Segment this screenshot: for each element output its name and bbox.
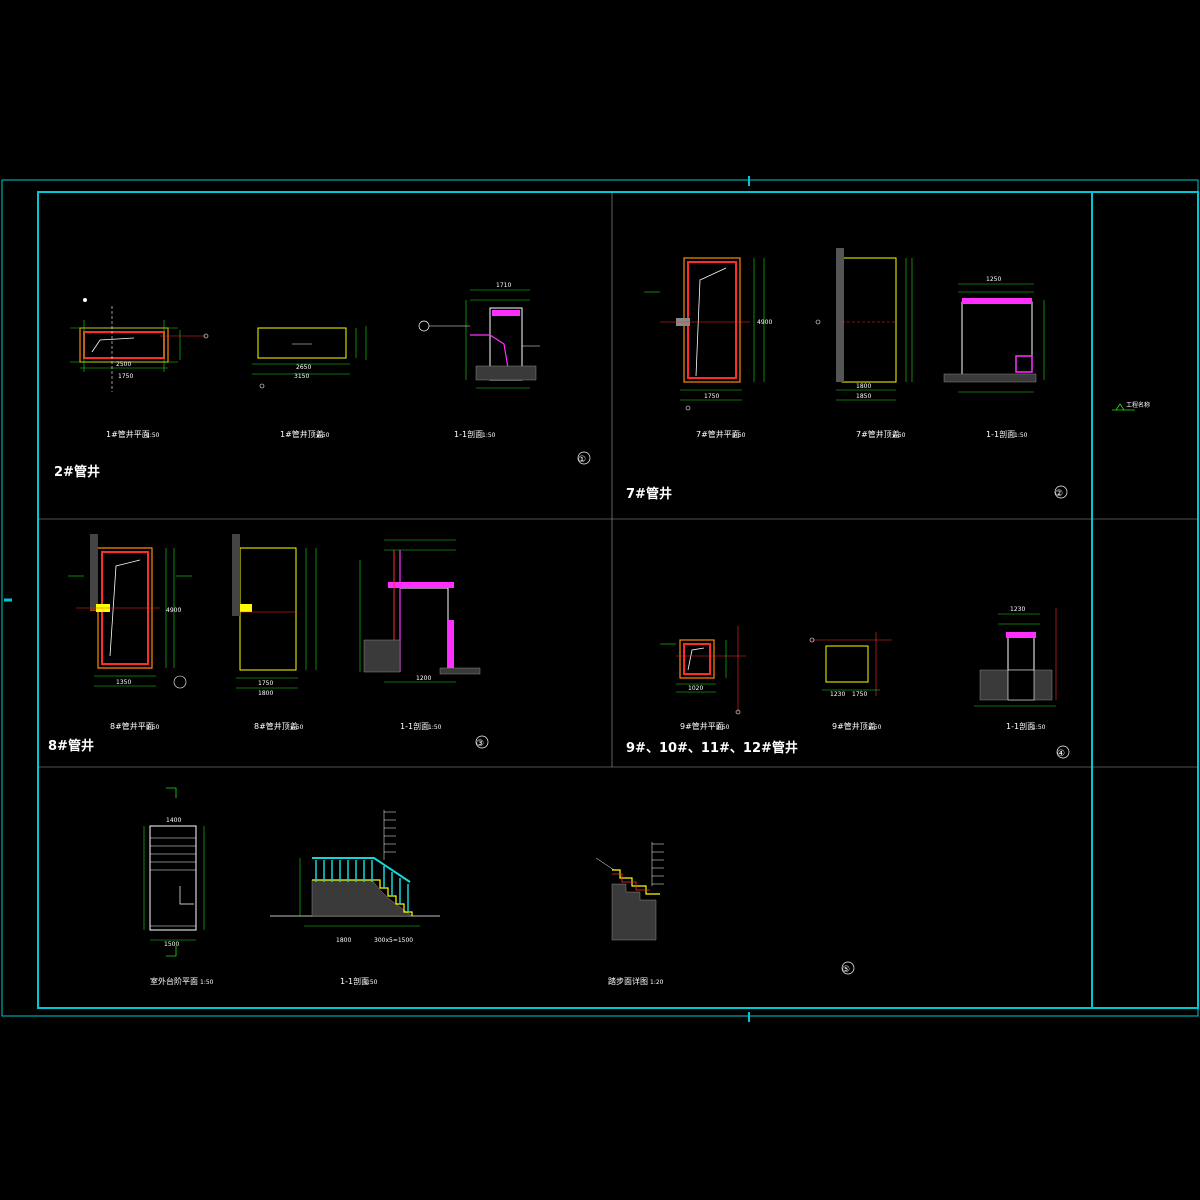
p5-dim-1: 300x5=1500: [374, 937, 413, 944]
p4-dim-0: 1020: [688, 685, 703, 692]
p5-caption-1: 1-1剖面: [340, 976, 369, 986]
p3-group-title: 8#管井: [48, 738, 94, 754]
p2-dim-2: 4900: [757, 319, 772, 326]
p4-scale-2: 1:50: [1032, 724, 1046, 731]
p5-dim-3: 1500: [164, 941, 179, 948]
p2-group-title: 7#管井: [626, 486, 672, 502]
cover-view-1: 2650 3150: [252, 326, 367, 389]
p1-scale-0: 1:50: [146, 432, 160, 439]
p5-caption-2: 踏步面详图: [608, 976, 648, 986]
p2-caption-0: 7#管井平面: [696, 429, 740, 439]
p4-dim-2: 1750: [852, 691, 867, 698]
plan-view-4: 1020: [660, 626, 746, 715]
p2-caption-1: 7#管井顶盖: [856, 429, 900, 439]
p2-circle-no: ②: [1055, 489, 1063, 499]
p3-scale-2: 1:50: [428, 724, 442, 731]
p4-caption-2: 1-1剖面: [1006, 721, 1035, 731]
p2-dim-3: 1800: [856, 383, 871, 390]
p3-dim-4: 1750: [258, 680, 273, 687]
p1-caption-1: 1#管井顶盖: [280, 429, 324, 439]
p1-caption-0: 1#管井平面: [106, 429, 150, 439]
title-block: 工程名称: [1112, 401, 1150, 411]
title-block-note: 工程名称: [1126, 401, 1150, 409]
p2-dim-0: 1750: [704, 393, 719, 400]
plan-view-1: 2500 1750: [70, 298, 209, 392]
p3-scale-0: 1:50: [146, 724, 160, 731]
p3-dim-0: 1350: [116, 679, 131, 686]
panel-grid: [38, 192, 1198, 768]
p4-group-title: 9#、10#、11#、12#管井: [626, 740, 798, 756]
p5-caption-0: 室外台阶平面: [150, 976, 198, 986]
p2-caption-2: 1-1剖面: [986, 429, 1015, 439]
section-view-2: 1250: [943, 276, 1045, 393]
p3-caption-0: 8#管井平面: [110, 721, 154, 731]
p5-dim-0: 1800: [336, 937, 351, 944]
p3-caption-1: 8#管井顶盖: [254, 721, 298, 731]
p2-dim-1: 1850: [856, 393, 871, 400]
panel-9-12-shafts: 1020 1230 1750 1230 9#管井平面 1:50 9#管井顶盖 1…: [626, 606, 1070, 759]
plan-view-3: 1350 4900: [68, 534, 192, 689]
cover-view-4: 1230 1750: [809, 632, 892, 698]
p3-caption-2: 1-1剖面: [400, 721, 429, 731]
p1-circle-no: ①: [578, 455, 586, 465]
cover-view-3: 1750 1800: [232, 534, 317, 697]
p2-scale-2: 1:50: [1014, 432, 1028, 439]
step-tread-detail: [595, 842, 664, 941]
p1-dim-3: 3150: [294, 373, 309, 380]
p1-dim-0: 2500: [116, 361, 131, 368]
p1-scale-2: 1:50: [482, 432, 496, 439]
section-view-4: 1230: [974, 606, 1057, 707]
p3-scale-1: 1:50: [290, 724, 304, 731]
panel-outdoor-steps: 1400 1500: [143, 787, 855, 986]
panel-8-shaft: 1350 4900 1750 1800 120: [48, 534, 489, 754]
p3-dim-2: 4900: [166, 607, 181, 614]
p1-scale-1: 1:50: [316, 432, 330, 439]
p4-caption-1: 9#管井顶盖: [832, 721, 876, 731]
p1-dim-1: 1750: [118, 373, 133, 380]
section-view-1: 1710: [418, 282, 540, 389]
panel-7-shaft: 1750 4900 1800 1850 1250 7#管井平面: [626, 248, 1068, 502]
sheet-border: [1, 176, 1199, 1022]
p4-scale-1: 1:50: [868, 724, 882, 731]
p3-dim-6: 1200: [416, 675, 431, 682]
p4-circle-no: ④: [1057, 749, 1065, 759]
steps-plan: 1400 1500: [143, 787, 205, 957]
panel-2-shaft: 2500 1750 2650 3150: [54, 282, 591, 480]
p4-caption-0: 9#管井平面: [680, 721, 724, 731]
p5-scale-0: 1:50: [200, 979, 214, 986]
p1-dim-2: 2650: [296, 364, 311, 371]
cover-view-2: 1800 1850: [815, 248, 913, 401]
p4-dim-4: 1230: [1010, 606, 1025, 613]
p5-scale-1: 1:50: [364, 979, 378, 986]
p2-scale-1: 1:50: [892, 432, 906, 439]
p5-scale-2: 1:20: [650, 979, 664, 986]
section-view-3: 1200: [359, 539, 481, 683]
p3-circle-no: ③: [476, 739, 484, 749]
p1-group-title: 2#管井: [54, 464, 100, 480]
p5-dim-2: 1400: [166, 817, 181, 824]
p3-dim-1: 1800: [258, 690, 273, 697]
steps-section: 1800 300x5=1500: [270, 810, 440, 944]
p1-caption-2: 1-1剖面: [454, 429, 483, 439]
p4-dim-1: 1230: [830, 691, 845, 698]
p4-scale-0: 1:50: [716, 724, 730, 731]
p1-dim-5: 1710: [496, 282, 511, 289]
p5-circle-no: ⑤: [842, 965, 850, 975]
plan-view-2: 1750 4900: [644, 257, 772, 411]
p2-dim-6: 1250: [986, 276, 1001, 283]
p2-scale-0: 1:50: [732, 432, 746, 439]
